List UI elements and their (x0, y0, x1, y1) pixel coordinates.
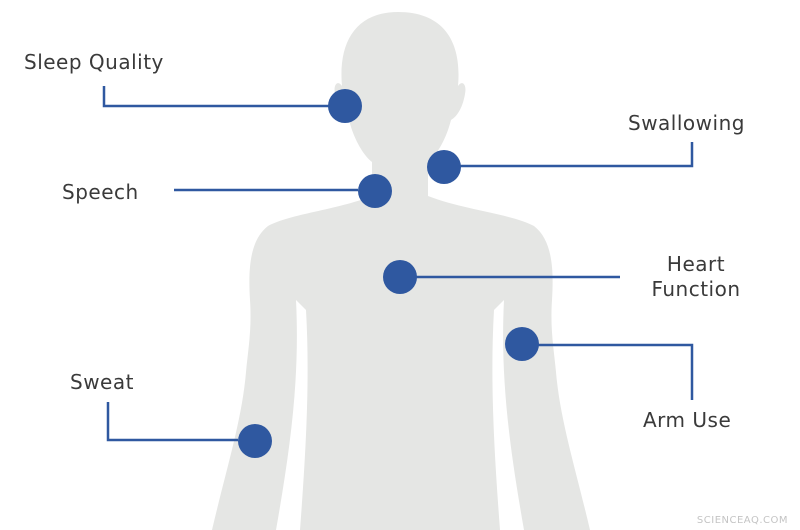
left-arm-gap (276, 300, 308, 530)
arm-use-sensor-dot (505, 327, 539, 361)
speech-sensor-dot (358, 174, 392, 208)
speech-label: Speech (62, 180, 139, 204)
sweat-connector (106, 402, 238, 442)
sweat-label: Sweat (70, 370, 134, 394)
sleep-quality-label: Sleep Quality (24, 50, 164, 74)
swallowing-connector (460, 142, 694, 168)
right-arm-gap (492, 300, 524, 530)
swallowing-sensor-dot (427, 150, 461, 184)
sweat-sensor-dot (238, 424, 272, 458)
watermark: SCIENCEAQ.COM (696, 515, 788, 526)
sleep-quality-sensor-dot (328, 89, 362, 123)
heart-function-label-line1: Heart (666, 252, 726, 276)
heart-function-label-line2: Function (651, 277, 741, 301)
arm-use-connector (538, 343, 694, 400)
heart-function-label: Heart Function (636, 252, 756, 302)
sleep-quality-connector (102, 86, 330, 108)
swallowing-label: Swallowing (628, 111, 745, 135)
arm-use-label: Arm Use (643, 408, 732, 432)
heart-function-sensor-dot (383, 260, 417, 294)
